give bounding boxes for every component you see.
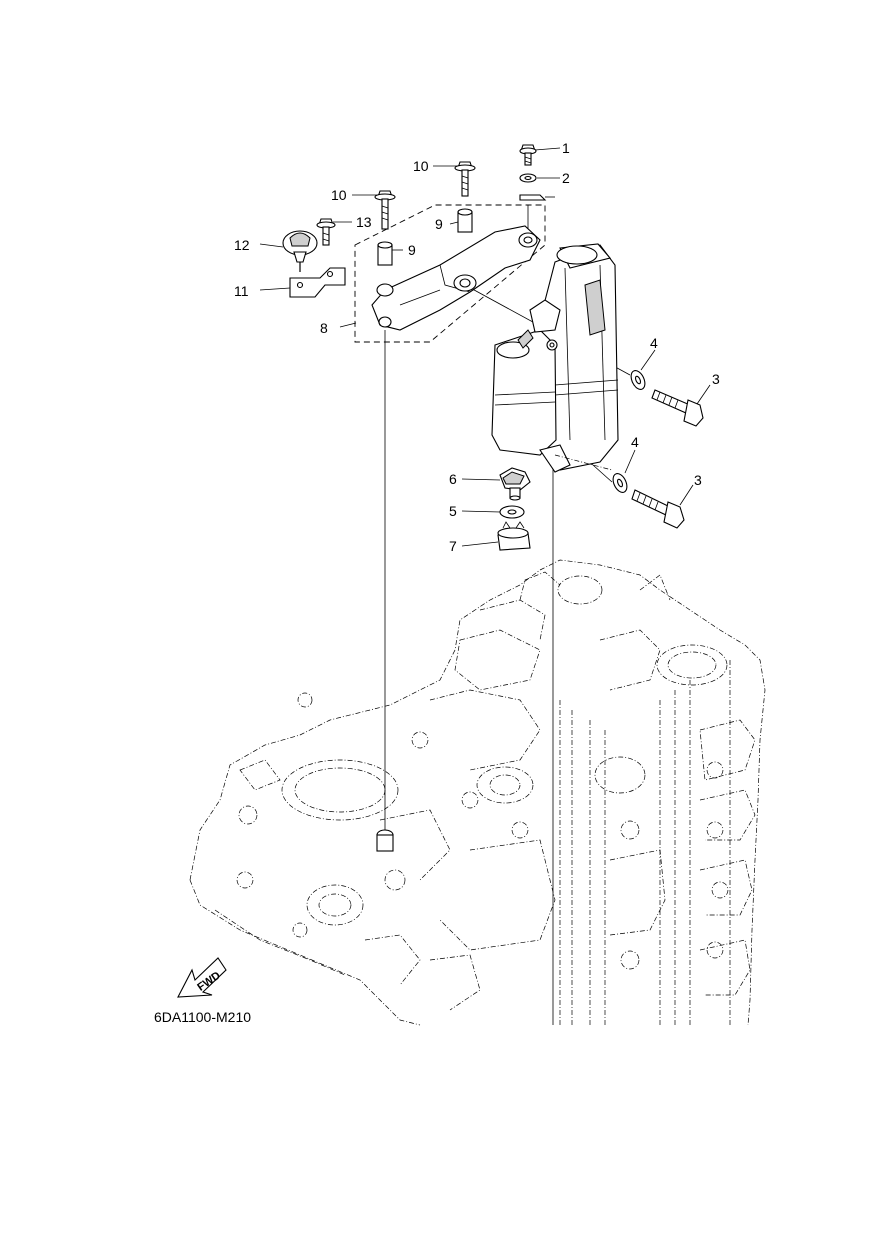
starter-motor [491,243,619,473]
starter-mount-bolts [612,370,704,529]
callout-3-lower: 3 [694,472,702,488]
callout-leaders [259,147,711,547]
sensor-and-plate [282,230,346,298]
callout-9-lower: 9 [408,242,416,258]
engine-block [189,559,766,1026]
callout-3-upper: 3 [712,371,720,387]
callout-10-lower: 10 [331,187,347,203]
callout-5: 5 [449,503,457,519]
callout-7: 7 [449,538,457,554]
terminal-nut-group [497,467,531,551]
callout-10-upper: 10 [413,158,429,174]
callout-4-lower: 4 [631,434,639,450]
callout-11: 11 [234,283,249,299]
fwd-arrow: FWD [177,957,227,998]
diagram-code: 6DA1100-M210 [154,1009,251,1025]
bracket-assembly [354,204,546,343]
callout-13: 13 [356,214,372,230]
callout-6: 6 [449,471,457,487]
fasteners-top [316,144,555,246]
callout-8: 8 [320,320,328,336]
callout-1: 1 [562,140,570,156]
callout-labels: 1 2 3 3 4 4 5 6 7 8 9 9 10 10 11 12 13 [234,140,720,554]
callout-9-upper: 9 [435,216,443,232]
callout-4-upper: 4 [650,335,658,351]
callout-2: 2 [562,170,570,186]
callout-12: 12 [234,237,250,253]
